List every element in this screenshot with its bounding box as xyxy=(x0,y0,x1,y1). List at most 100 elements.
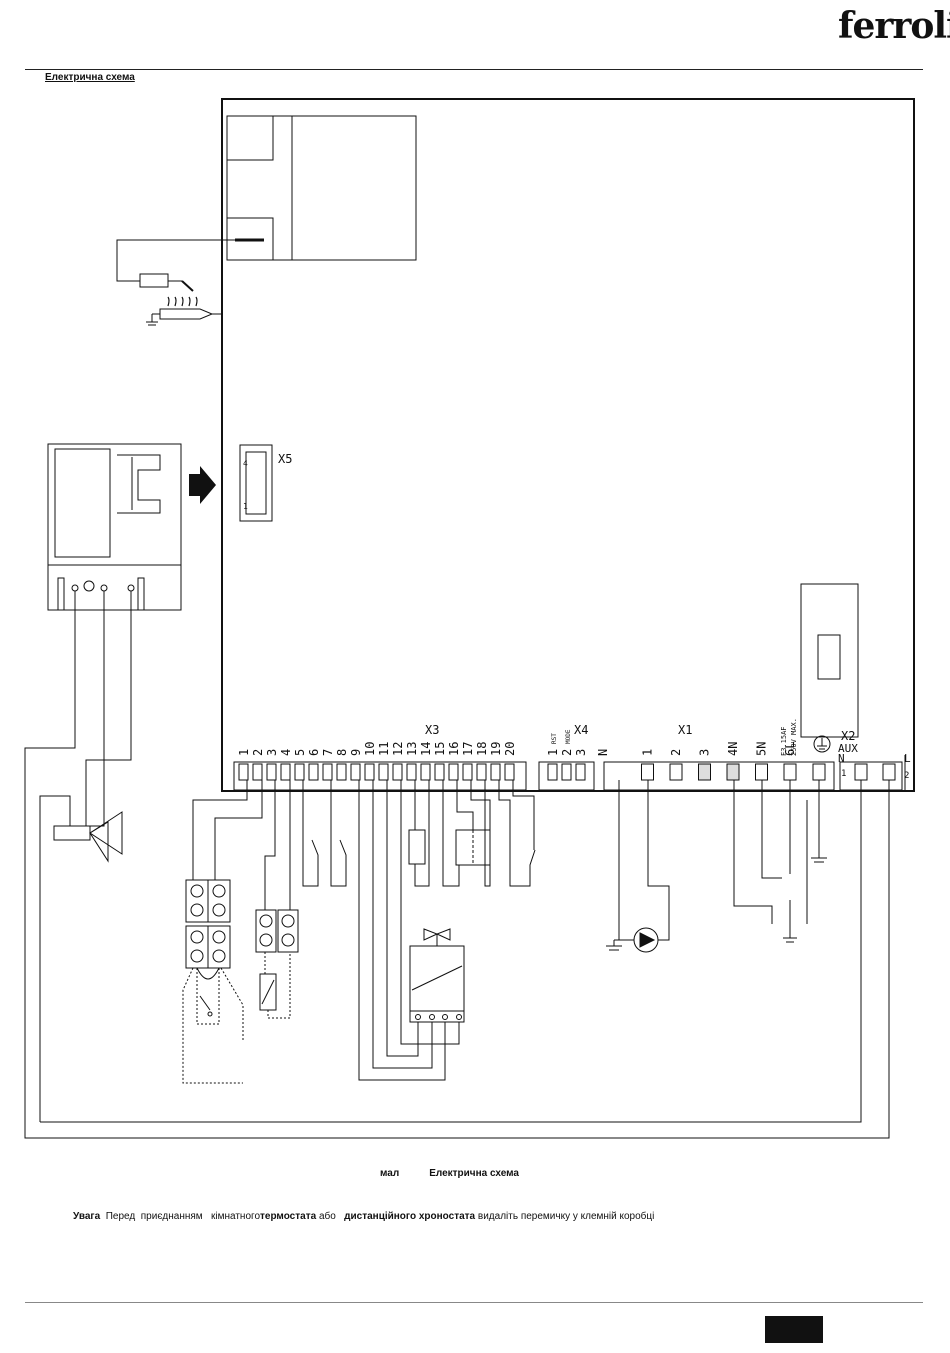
fuse-label: F3.15AF xyxy=(780,726,788,756)
x1-terminal-label: 2 xyxy=(669,749,683,756)
x3-terminal-label: 19 xyxy=(489,742,503,756)
x4-terminal xyxy=(562,764,571,780)
x3-terminal xyxy=(365,764,374,780)
warning-bold-1: термостата xyxy=(260,1211,316,1222)
x1-terminal-strip xyxy=(604,762,834,790)
x3-terminal-label: 3 xyxy=(265,749,279,756)
x3-terminal-label: 6 xyxy=(307,749,321,756)
x3-label: X3 xyxy=(425,723,439,737)
page-number-box xyxy=(765,1316,823,1343)
x3-terminal xyxy=(477,764,486,780)
x3-terminal-label: 17 xyxy=(461,742,475,756)
control-module xyxy=(48,444,181,610)
x3-terminal-label: 1 xyxy=(237,749,251,756)
x1-terminal-label: N xyxy=(596,749,610,756)
x5-pin-top: 4 xyxy=(243,459,248,468)
x3-terminal xyxy=(337,764,346,780)
figure-caption: мал Електрична схема xyxy=(380,1168,519,1179)
display-module xyxy=(801,584,858,737)
x3-terminal xyxy=(281,764,290,780)
caption-prefix: мал xyxy=(380,1168,399,1179)
x3-terminal-label: 16 xyxy=(447,742,461,756)
ignition-resistor xyxy=(140,274,168,287)
x3-terminal xyxy=(379,764,388,780)
x3-terminal xyxy=(309,764,318,780)
x2-terminal-number: 2 xyxy=(904,771,909,781)
x3-terminal xyxy=(463,764,472,780)
x4-terminal-sublabel: RST xyxy=(551,733,558,744)
x1-terminal xyxy=(784,764,796,780)
warning-text-2: або xyxy=(316,1211,344,1222)
x3-terminal-label: 12 xyxy=(391,742,405,756)
x1-label: X1 xyxy=(678,723,692,737)
x1-terminal-label: 3 xyxy=(698,749,712,756)
x3-terminal xyxy=(295,764,304,780)
x3-terminal-label: 11 xyxy=(377,742,391,756)
x3-terminal-label: 15 xyxy=(433,742,447,756)
warning-text-3: видаліть перемичку у клемній коробці xyxy=(475,1211,654,1222)
x4-terminal-label: 3 xyxy=(574,749,588,756)
x3-terminal xyxy=(393,764,402,780)
x2-terminal-number: 1 xyxy=(841,769,846,779)
x1-terminal xyxy=(756,764,768,780)
x1-terminal xyxy=(699,764,711,780)
x1-terminal-label: 5N xyxy=(755,742,769,756)
x3-terminal xyxy=(505,764,514,780)
main-board xyxy=(222,99,914,791)
x4-terminal xyxy=(576,764,585,780)
x3-terminal-label: 7 xyxy=(321,749,335,756)
x3-terminal xyxy=(491,764,500,780)
x5-pin-bottom: 1 xyxy=(243,502,248,511)
x3-terminal-label: 9 xyxy=(349,749,363,756)
x3-terminal-label: 18 xyxy=(475,742,489,756)
x3-terminal xyxy=(323,764,332,780)
x4-terminal-sublabel: MODE xyxy=(565,729,572,744)
x3-terminal-label: 2 xyxy=(251,749,265,756)
x4-terminal-label: 2 xyxy=(560,749,574,756)
x4-label: X4 xyxy=(574,723,588,737)
relay-coil xyxy=(409,830,425,864)
x3-terminal-strip xyxy=(234,762,526,790)
x2-label: X2 xyxy=(841,729,855,743)
x3-terminal xyxy=(435,764,444,780)
earth-terminal xyxy=(813,764,825,780)
x3-terminal-label: 20 xyxy=(503,742,517,756)
x4-terminal-strip xyxy=(539,762,594,790)
warning-bold-2: дистанційного хроностата xyxy=(344,1211,475,1222)
x2-terminal-label: L xyxy=(904,752,911,765)
x3-terminal-label: 14 xyxy=(419,742,433,756)
aux-label: AUX xyxy=(838,742,858,755)
x1-terminal xyxy=(642,764,654,780)
x3-terminal xyxy=(267,764,276,780)
caption-title: Електрична схема xyxy=(429,1168,519,1179)
x3-terminal xyxy=(239,764,248,780)
x3-terminal xyxy=(449,764,458,780)
x1-terminal xyxy=(670,764,682,780)
warning-text-1: Перед приєднанням кімнатного xyxy=(100,1211,260,1222)
warning-note: Увага Перед приєднанням кімнатноготермос… xyxy=(73,1211,654,1222)
x3-terminal-label: 13 xyxy=(405,742,419,756)
x3-terminal-label: 5 xyxy=(293,749,307,756)
x1-terminal xyxy=(727,764,739,780)
connection-arrow-icon xyxy=(189,466,216,504)
x1-terminal-label: 1 xyxy=(641,749,655,756)
fuse-rating-label: 250V MAX. xyxy=(790,718,798,756)
ignition-module xyxy=(227,116,416,260)
x4-terminal-label: 1 xyxy=(546,749,560,756)
x3-terminal xyxy=(407,764,416,780)
warning-label: Увага xyxy=(73,1211,100,1222)
three-way-valve-terminal xyxy=(54,826,90,840)
x2-terminal xyxy=(855,764,867,780)
x4-terminal xyxy=(548,764,557,780)
footer-rule xyxy=(25,1302,923,1303)
x3-terminal xyxy=(253,764,262,780)
x2-terminal xyxy=(883,764,895,780)
x3-terminal xyxy=(351,764,360,780)
x2-terminal-strip xyxy=(840,762,902,790)
x3-terminal-label: 10 xyxy=(363,742,377,756)
x3-terminal-label: 4 xyxy=(279,749,293,756)
three-way-valve-icon xyxy=(90,812,122,854)
